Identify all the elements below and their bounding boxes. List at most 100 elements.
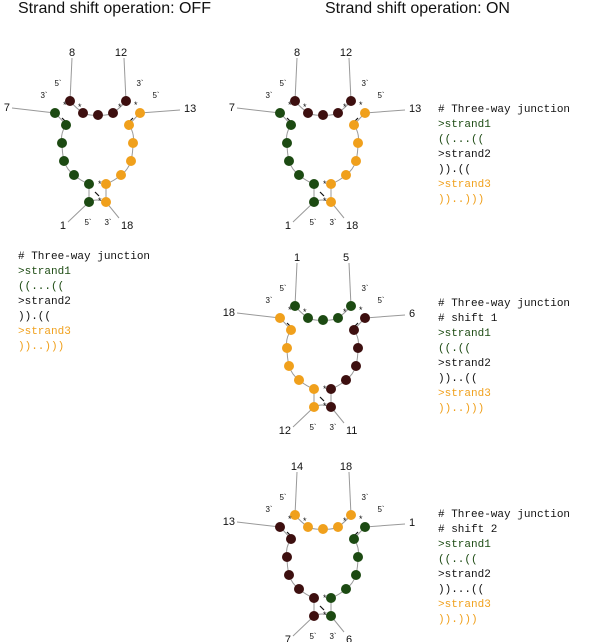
node-right — [124, 120, 134, 130]
node-left — [286, 534, 296, 544]
node-left — [69, 170, 79, 180]
stem-line — [364, 314, 406, 319]
node-left — [309, 593, 319, 603]
node-right — [128, 138, 138, 148]
node-left — [275, 108, 285, 118]
code-line: >strand2 — [438, 149, 491, 161]
node-top — [78, 108, 88, 118]
stem-line — [348, 471, 352, 516]
node-right — [360, 522, 370, 532]
stem-line — [69, 57, 73, 102]
node-left — [59, 156, 69, 166]
node-top — [346, 510, 356, 520]
label-tl_prime2: 3` — [40, 91, 47, 100]
node-right — [351, 361, 361, 371]
node-right — [360, 108, 370, 118]
label-top_right: 12 — [340, 47, 352, 59]
node-top — [333, 522, 343, 532]
node-bottom — [309, 402, 319, 412]
node-top — [333, 108, 343, 118]
node-top — [318, 524, 328, 534]
node-right — [341, 375, 351, 385]
pair-asterisk: * — [78, 102, 82, 112]
code-line: ((...(( — [18, 281, 65, 293]
code-line: ))..))) — [438, 403, 485, 415]
node-top — [318, 315, 328, 325]
label-tr_prime2: 5` — [152, 91, 159, 100]
label-left: 18 — [223, 307, 235, 319]
code-block-on-3: # Three-way junction# shift 2>strand1((.… — [438, 508, 570, 628]
stem-line — [348, 262, 352, 307]
stem-line — [294, 57, 298, 102]
label-br_prime: 3` — [329, 218, 336, 227]
pair-asterisk: * — [98, 196, 102, 206]
label-bottom_right: 11 — [346, 425, 357, 437]
label-tr_prime: 3` — [136, 79, 143, 88]
pair-asterisk: * — [288, 514, 292, 524]
node-bottom — [309, 611, 319, 621]
node-right — [135, 108, 145, 118]
pair-asterisk: * — [359, 305, 363, 315]
label-tl_prime: 5` — [54, 79, 61, 88]
pair-asterisk: * — [323, 179, 327, 189]
stem-line — [236, 107, 281, 114]
label-br_prime: 3` — [329, 632, 336, 641]
node-top — [333, 313, 343, 323]
code-line: ((.(( — [438, 343, 472, 355]
pair-asterisk: * — [303, 516, 307, 526]
pair-asterisk: * — [343, 307, 347, 317]
node-left — [50, 108, 60, 118]
node-top — [121, 96, 131, 106]
pair-tick — [319, 191, 325, 197]
label-bl_prime: 5` — [309, 423, 316, 432]
node-right — [326, 593, 336, 603]
code-line: >strand1 — [18, 266, 71, 278]
label-bottom_left: 7 — [285, 634, 291, 642]
code-line: )).(( — [18, 311, 52, 323]
pair-asterisk: * — [134, 100, 138, 110]
pair-tick — [319, 396, 325, 402]
node-left — [275, 313, 285, 323]
label-bl_prime: 5` — [309, 218, 316, 227]
code-line: ((..(( — [438, 554, 478, 566]
label-tr_prime2: 5` — [377, 91, 384, 100]
node-right — [341, 170, 351, 180]
stem-line — [236, 312, 281, 319]
label-tr_prime: 3` — [361, 284, 368, 293]
code-line: >strand2 — [438, 358, 491, 370]
stem-line — [294, 471, 298, 516]
label-tr_prime2: 5` — [377, 296, 384, 305]
code-line: >strand1 — [438, 539, 491, 551]
node-right — [351, 570, 361, 580]
node-left — [294, 170, 304, 180]
label-bottom_right: 18 — [346, 220, 358, 232]
node-top — [303, 313, 313, 323]
label-left: 13 — [223, 516, 235, 528]
pair-asterisk: * — [303, 307, 307, 317]
code-line: >strand3 — [438, 388, 491, 400]
label-top_right: 5 — [343, 252, 349, 264]
code-line: # Three-way junction — [438, 298, 571, 310]
label-left: 7 — [4, 102, 10, 114]
code-line: )).))) — [438, 614, 478, 626]
code-block-on-1: # Three-way junction>strand1((...((>stra… — [438, 103, 570, 208]
node-right — [101, 179, 111, 189]
label-tl_prime: 5` — [279, 284, 286, 293]
node-top — [290, 96, 300, 106]
stem-line — [364, 523, 406, 528]
label-bottom_right: 6 — [346, 634, 352, 642]
node-left — [84, 179, 94, 189]
label-br_prime: 3` — [104, 218, 111, 227]
code-line: # Three-way junction — [18, 251, 151, 263]
code-line: >strand2 — [438, 569, 491, 581]
label-tr_prime: 3` — [361, 79, 368, 88]
node-bottom — [326, 611, 336, 621]
label-tl_prime2: 3` — [265, 296, 272, 305]
node-top — [346, 301, 356, 311]
node-right — [353, 552, 363, 562]
code-line: ))..(( — [438, 373, 478, 385]
pair-asterisk: * — [63, 100, 67, 110]
stem-line — [139, 109, 181, 114]
code-line: >strand3 — [438, 599, 491, 611]
